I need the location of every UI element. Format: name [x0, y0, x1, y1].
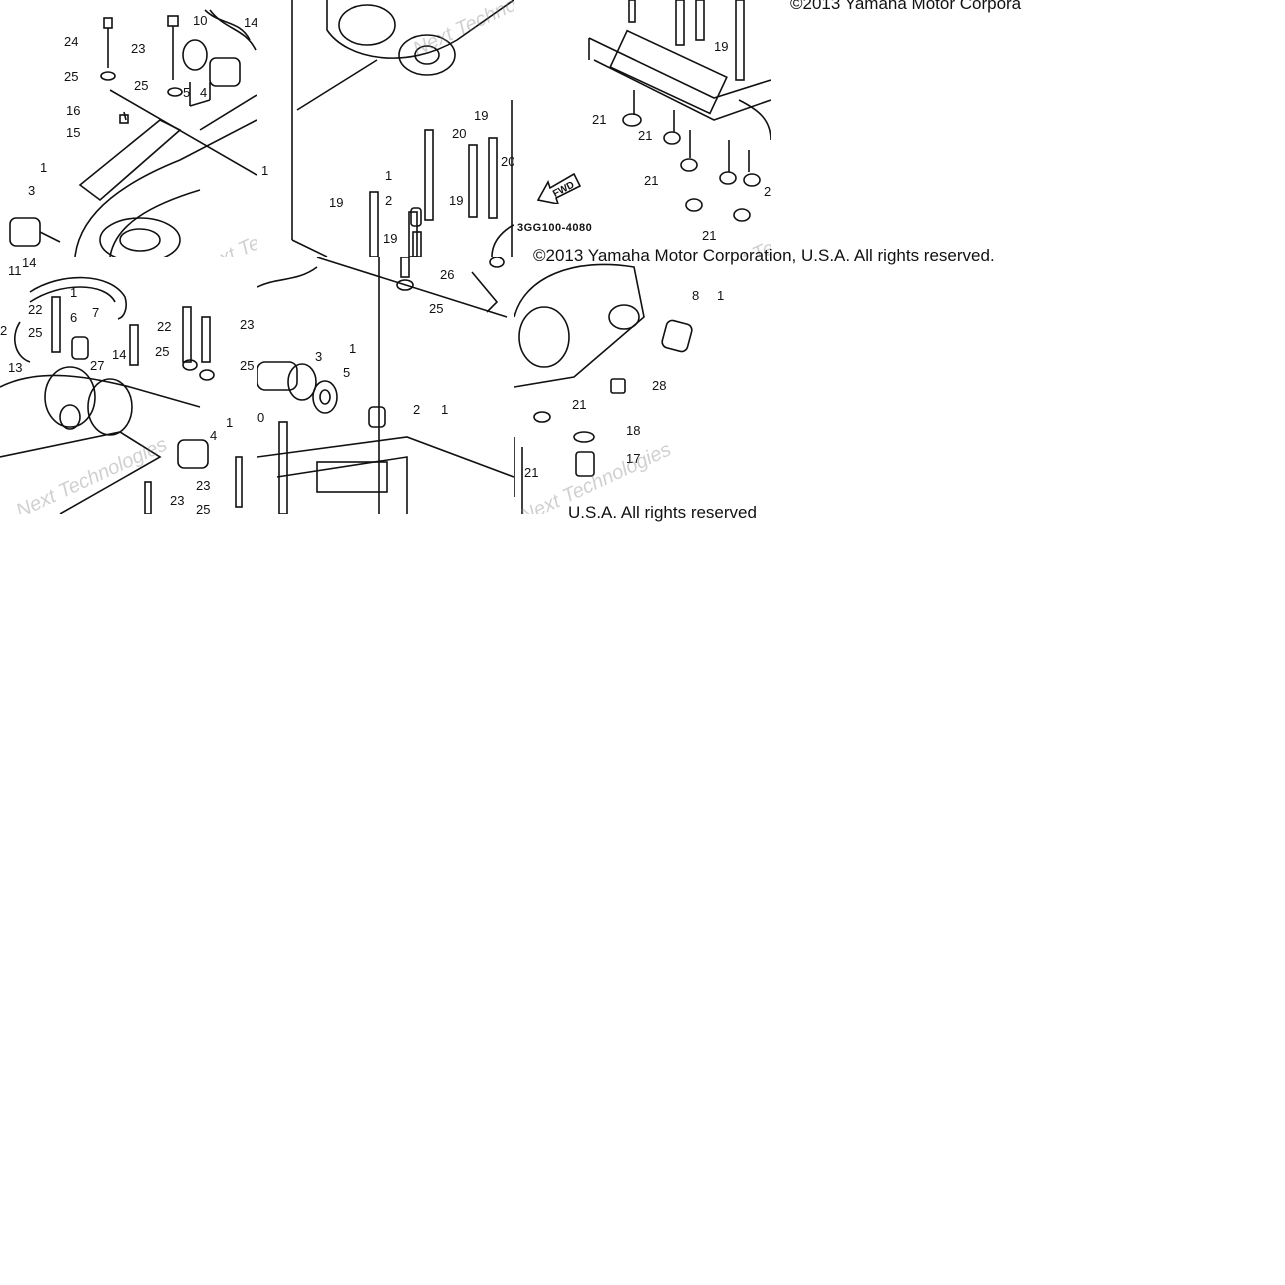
callout-3: 3: [315, 349, 322, 364]
callout-26: 26: [440, 267, 454, 282]
tile-drawing: 8 1 28 21 18 17 21: [514, 263, 724, 514]
callout-2: 2: [413, 402, 420, 417]
callout-1b: 1: [385, 168, 392, 183]
diagram-tile-drain-plug: 8 1 28 21 18 17 21 Next Technologies: [514, 257, 771, 514]
diagram-tile-breather-hose: 14 11 1 7 22 22 6 25 2 25 14 13 27 25 23…: [0, 257, 257, 514]
diagram-tile-studs: 1 20 19 19 20 1 2 19 19 Next Technologie…: [257, 0, 514, 257]
copyright-middle: ©2013 Yamaha Motor Corporation, U.S.A. A…: [533, 246, 995, 265]
callout-13: 13: [8, 360, 22, 375]
tile-drawing: 24 23 10 14 25 25 5 4 16 15 1 3: [9, 9, 257, 257]
callout-10: 10: [193, 13, 207, 28]
diagram-tile-dowel-pins: 25 26 3 1 5 2 1 0: [257, 257, 514, 514]
callout-1: 1: [717, 288, 724, 303]
callout-1: 1: [40, 160, 47, 175]
callout-23c: 23: [170, 493, 184, 508]
fwd-arrow: FWD: [536, 170, 584, 204]
callout-1b: 1: [441, 402, 448, 417]
diagram-tile-lower-case: 19 21 21 21 21 21 FWD 3GG100-4080 Next T…: [514, 0, 771, 257]
callout-16: 16: [66, 103, 80, 118]
callout-7: 7: [92, 305, 99, 320]
callout-2: 2: [385, 193, 392, 208]
callout-5: 5: [183, 85, 190, 100]
callout-21e: 21: [764, 184, 771, 199]
callout-19d: 19: [383, 231, 397, 246]
callout-28: 28: [652, 378, 666, 393]
callout-23: 23: [131, 41, 145, 56]
callout-19: 19: [714, 39, 728, 54]
callout-22: 22: [28, 302, 42, 317]
callout-1b: 1: [226, 415, 233, 430]
callout-21c: 21: [644, 173, 658, 188]
callout-4: 4: [210, 428, 217, 443]
callout-25: 25: [429, 301, 443, 316]
diagram-code: 3GG100-4080: [517, 222, 593, 234]
callout-1: 1: [261, 163, 268, 178]
tile-drawing: 14 11 1 7 22 22 6 25 2 25 14 13 27 25 23…: [0, 257, 254, 514]
callout-21b: 21: [524, 465, 538, 480]
copyright-top: ©2013 Yamaha Motor Corpora: [790, 0, 1022, 13]
callout-25c: 25: [240, 358, 254, 373]
callout-20b: 20: [501, 154, 514, 169]
callout-2: 2: [0, 323, 7, 338]
callout-21b: 21: [638, 128, 652, 143]
callout-25: 25: [28, 325, 42, 340]
callout-19b: 19: [449, 193, 463, 208]
callout-25b: 25: [155, 344, 169, 359]
callout-25: 25: [64, 69, 78, 84]
fwd-label: FWD: [551, 180, 576, 200]
callout-14: 14: [244, 15, 257, 30]
callout-19: 19: [474, 108, 488, 123]
diagram-tile-cover-bolts: 24 23 10 14 25 25 5 4 16 15 1 3 Next Tec…: [0, 0, 257, 257]
callout-18: 18: [626, 423, 640, 438]
callout-21: 21: [592, 112, 606, 127]
callout-20: 20: [452, 126, 466, 141]
callout-1: 1: [349, 341, 356, 356]
callout-19c: 19: [329, 195, 343, 210]
callout-8: 8: [692, 288, 699, 303]
tile-drawing: 1 20 19 19 20 1 2 19 19: [261, 0, 514, 257]
callout-4: 4: [200, 85, 207, 100]
callout-17: 17: [626, 451, 640, 466]
callout-22b: 22: [157, 319, 171, 334]
callout-23: 23: [240, 317, 254, 332]
callout-24: 24: [64, 34, 78, 49]
callout-23b: 23: [196, 478, 210, 493]
callout-14: 14: [22, 257, 36, 270]
callout-11: 11: [8, 263, 22, 278]
callout-3: 3: [28, 183, 35, 198]
copyright-lower: U.S.A. All rights reserved: [568, 503, 757, 522]
callout-0: 0: [257, 410, 264, 425]
callout-21: 21: [572, 397, 586, 412]
callout-25e: 25: [196, 502, 210, 514]
callout-1: 1: [70, 285, 77, 300]
callout-6: 6: [70, 310, 77, 325]
tile-drawing: 25 26 3 1 5 2 1 0: [257, 257, 514, 514]
callout-14b: 14: [112, 347, 126, 362]
callout-21d: 21: [702, 228, 716, 243]
callout-5: 5: [343, 365, 350, 380]
tile-drawing: 19 21 21 21 21 21: [588, 0, 771, 243]
callout-15: 15: [66, 125, 80, 140]
callout-27: 27: [90, 358, 104, 373]
callout-25b: 25: [134, 78, 148, 93]
